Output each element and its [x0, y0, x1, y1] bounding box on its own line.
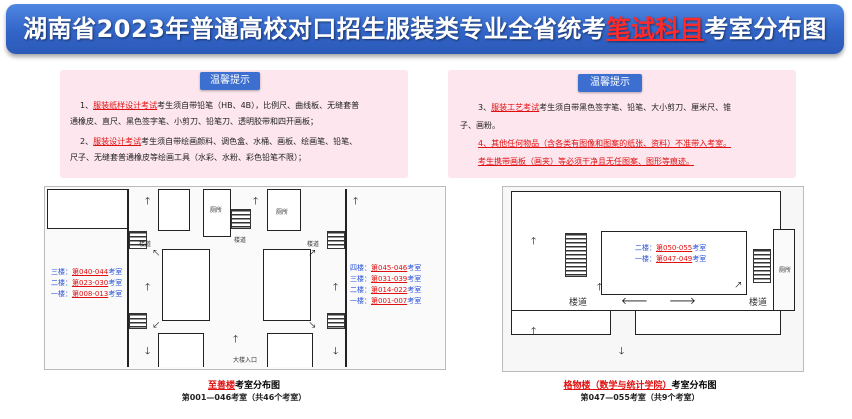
toilet-label-1: 厕所	[210, 207, 223, 214]
toilet-label-2: 厕所	[276, 209, 289, 216]
map-left-caption-highlight: 至善楼	[207, 381, 235, 391]
title-prefix: 湖南省2023年普通高校对口招生服装类专业全省统考	[23, 15, 607, 43]
tip-item-2-line-1: 2、服装设计考试考生须自带绘画颜料、调色盒、水桶、画板、绘画笔、铅笔、	[80, 136, 357, 147]
room-list-right: 四楼：第045-046考室 三楼：第031-039考室 二楼：第014-022考…	[350, 263, 421, 307]
toilet-block-2	[267, 189, 301, 231]
gewu-inner-block	[601, 231, 747, 295]
gewu-stairs-right-label: 楼道	[749, 298, 768, 308]
tip-item-2-line-2: 尺子、无缝套普通橡皮等绘画工具（水彩、水粉、彩色铅笔不限）；	[70, 153, 306, 162]
left-wing-upper	[47, 189, 127, 229]
arrow-up-icon: 🡑	[531, 236, 537, 247]
room-entry: 一楼：第047-049考室	[635, 255, 707, 263]
stairs-bottom-left	[129, 313, 147, 329]
tip-item-1-prefix: 1、	[80, 101, 94, 110]
tip-item-3-line-1: 3、服装工艺考试考生须自带黑色签字笔、铅笔、大小剪刀、厘米尺、锥	[478, 102, 731, 113]
arrow-up-icon: 🡑	[531, 326, 537, 337]
tips-right-badge: 温馨提示	[578, 74, 642, 92]
tips-right-box: 温馨提示 3、服装工艺考试考生须自带黑色签字笔、铅笔、大小剪刀、厘米尺、锥 子、…	[448, 70, 796, 178]
gewu-stairs-left-label: 楼道	[569, 298, 588, 308]
arrow-down-icon: 🡓	[333, 346, 339, 357]
stairs-top	[231, 209, 251, 229]
arrow-up-icon: 🡑	[353, 196, 359, 207]
tip-item-2-text: 考生须自带绘画颜料、调色盒、水桶、画板、绘画笔、铅笔、	[141, 137, 358, 146]
gewu-toilet	[773, 229, 795, 311]
title-suffix: 考室分布图	[704, 15, 827, 43]
tip-item-1-line-2: 通橡皮、直尺、黑色签字笔、小剪刀、铅笔刀、透明胶带和四开画板；	[70, 117, 318, 126]
gewu-stairs-right	[753, 249, 771, 283]
room-entry: 四楼：第045-046考室	[350, 264, 422, 272]
right-wing-side	[345, 189, 347, 367]
arrow-up-icon: 🡑	[233, 334, 239, 345]
arrow-diagonal-icon: 🡗	[153, 320, 160, 331]
tips-left-badge: 温馨提示	[200, 72, 260, 90]
entrance-label: 大楼入口	[233, 357, 258, 364]
page-title: 湖南省2023年普通高校对口招生服装类专业全省统考笔试科目考室分布图	[6, 4, 844, 54]
arrow-diagonal-icon: 🡖	[309, 320, 316, 331]
arrow-up-icon: 🡑	[145, 282, 151, 293]
stairs-right	[327, 231, 345, 249]
tip-item-4-line-1: 4、其他任何物品（含各类有图像和图案的纸张、资料）不准带入考室。	[478, 139, 732, 148]
tip-item-2-prefix: 2、	[80, 137, 94, 146]
gewu-room-list: 二楼：第050-055考室 一楼：第047-049考室	[635, 243, 706, 265]
tip-item-1-highlight: 服装纸样设计考试	[93, 101, 158, 110]
central-block	[162, 249, 210, 321]
tip-item-4-line-2: 考生携带画板（画夹）等必须干净且无任图案、图形等痕迹。	[478, 157, 694, 166]
arrow-diagonal-icon: 🡕	[735, 280, 742, 291]
stairs-left	[129, 231, 147, 249]
room-entry: 三楼：第031-039考室	[350, 275, 422, 283]
tips-left-box: 温馨提示 1、服装纸样设计考试考生须自带铅笔（HB、4B），比例尺、曲线板、无缝…	[60, 70, 408, 178]
stairs-right-label: 楼道	[307, 241, 320, 248]
gewu-stairs-left	[565, 233, 587, 277]
bottom-left-block	[158, 333, 204, 367]
arrow-diagonal-icon: 🡔	[153, 248, 160, 259]
map-right-caption-highlight: 格物楼（数学与统计学院）	[563, 381, 672, 391]
arrow-diagonal-icon: 🡕	[309, 248, 316, 259]
arrow-left-icon: 🡐	[621, 296, 648, 307]
map-right-caption: 格物楼（数学与统计学院）考室分布图	[510, 378, 770, 391]
arrow-up-icon: 🡑	[597, 282, 603, 293]
map-zhishan: 厕所 厕所 楼道 楼道 楼道 大楼入口 🡑 🡑 🡑 🡔 🡕 🡑 🡑 🡗 🡖 🡓 …	[44, 186, 446, 370]
arrow-up-icon: 🡑	[145, 196, 151, 207]
gewu-lower-left	[511, 311, 611, 335]
tip-item-1-line-1: 1、服装纸样设计考试考生须自带铅笔（HB、4B），比例尺、曲线板、无缝套普	[80, 100, 359, 111]
toilet-block-1	[203, 189, 231, 237]
header-banner: 湖南省2023年普通高校对口招生服装类专业全省统考笔试科目考室分布图	[6, 4, 844, 54]
map-left-subcaption: 第001—046考室（共46个考室）	[181, 393, 307, 402]
room-entry: 二楼：第014-022考室	[350, 286, 422, 294]
tip-item-1-text: 考生须自带铅笔（HB、4B），比例尺、曲线板、无缝套普	[157, 101, 360, 110]
tip-item-3-highlight: 服装工艺考试	[491, 103, 540, 112]
arrow-down-icon: 🡓	[145, 346, 151, 357]
map-right-caption-suffix: 考室分布图	[671, 381, 717, 391]
stairs-bottom-right	[327, 313, 345, 329]
stairs-left-label: 楼道	[139, 241, 152, 248]
room-entry: 二楼：第023-030考室	[51, 279, 123, 287]
map-right-subcaption: 第047—055考室（共9个考室）	[580, 393, 700, 402]
arrow-right-icon: 🡒	[669, 296, 696, 307]
gewu-lower-right	[635, 311, 781, 335]
tip-item-3-text: 考生须自带黑色签字笔、铅笔、大小剪刀、厘米尺、锥	[539, 103, 732, 112]
room-list-left: 三楼：第040-044考室 二楼：第023-030考室 一楼：第008-013考…	[51, 267, 122, 300]
central-block-right	[263, 249, 311, 321]
title-highlight: 笔试科目	[606, 15, 705, 43]
tip-item-3-line-2: 子、画粉。	[460, 121, 500, 130]
stairs-top-label: 楼道	[234, 237, 247, 244]
arrow-up-icon: 🡑	[253, 196, 259, 207]
map-left-caption: 至善楼考室分布图	[144, 378, 344, 391]
room-entry: 三楼：第040-044考室	[51, 268, 123, 276]
map-gewu: 厕所 楼道 楼道 🡑 🡑 🡓 🡑 🡕 🡐 🡒 二楼：第050-055考室 一楼：…	[502, 186, 804, 372]
tip-item-3-prefix: 3、	[478, 103, 492, 112]
room-entry: 一楼：第001-007考室	[350, 297, 422, 305]
map-left-caption-suffix: 考室分布图	[235, 381, 281, 391]
room-entry: 二楼：第050-055考室	[635, 244, 707, 252]
gewu-toilet-label: 厕所	[779, 267, 792, 274]
tip-item-2-highlight: 服装设计考试	[93, 137, 142, 146]
room-entry: 一楼：第008-013考室	[51, 290, 123, 298]
bottom-right-block	[267, 333, 313, 367]
top-left-block	[158, 189, 190, 231]
arrow-up-icon: 🡑	[333, 282, 339, 293]
left-wing-side	[127, 189, 129, 367]
arrow-down-icon: 🡓	[619, 346, 625, 357]
